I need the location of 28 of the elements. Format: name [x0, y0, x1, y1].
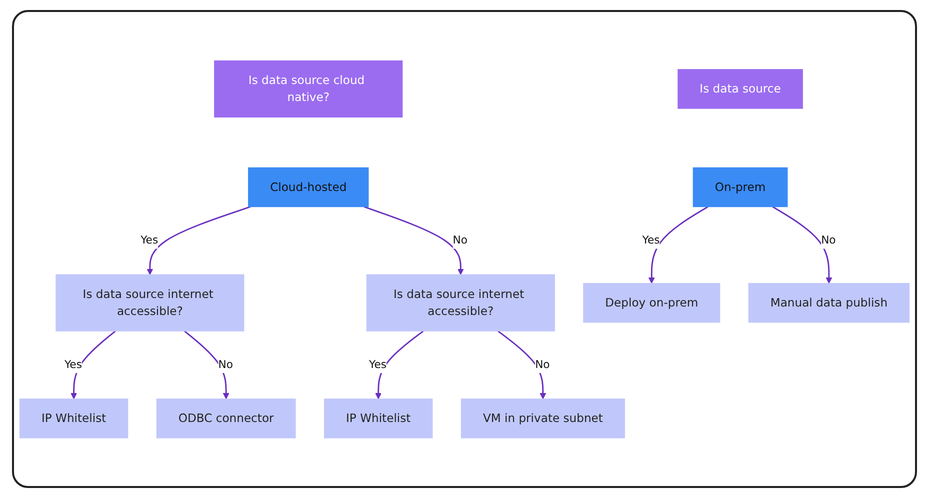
arrow [146, 206, 251, 275]
edge-label: Yes [369, 357, 387, 370]
node-box: Is data source internet accessible? [366, 274, 555, 331]
node-box: Is data source [678, 68, 803, 108]
node-box: Is data source internet accessible? [56, 274, 244, 331]
edge-label: No [218, 357, 233, 370]
node-box: Manual data publish [748, 282, 910, 322]
arrow [498, 330, 546, 399]
arrow [648, 206, 708, 284]
edge-label: No [821, 233, 836, 246]
node-box: ODBC connector [156, 398, 296, 438]
edge-label: Yes [64, 357, 82, 370]
edge-label: Yes [140, 233, 158, 246]
arrow [364, 206, 464, 275]
node-box: Cloud-hosted [248, 166, 369, 207]
arrow [375, 330, 424, 399]
arrow [772, 206, 832, 284]
edge-label: No [535, 357, 550, 370]
node-box: Deploy on-prem [583, 282, 720, 322]
edge-label: No [452, 233, 468, 246]
node-box: IP Whitelist [324, 398, 433, 438]
node-box: On-prem [692, 166, 788, 207]
arrow [70, 330, 116, 399]
arrow [184, 330, 230, 399]
node-box: IP Whitelist [19, 398, 128, 438]
edge-label: Yes [642, 233, 660, 246]
node-box: Is data source cloud native? [214, 60, 403, 118]
node-box: VM in private subnet [460, 398, 625, 438]
